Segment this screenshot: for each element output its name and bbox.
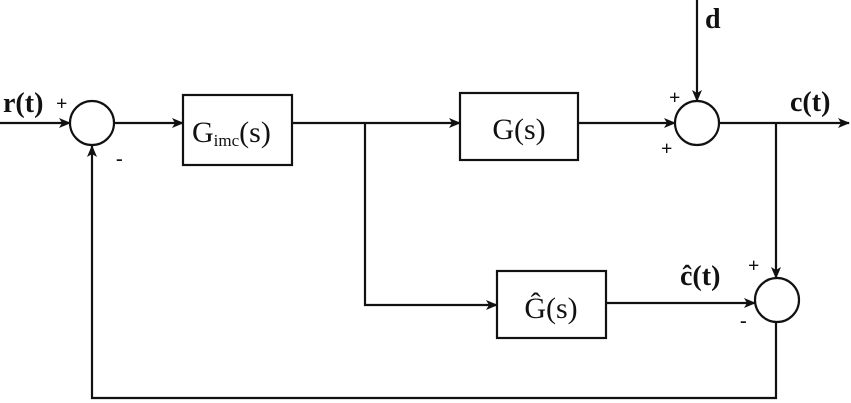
plant-label: G(s) — [492, 113, 545, 146]
summing-junction-1 — [68, 99, 116, 147]
plant-block — [458, 91, 580, 162]
sum1-minus-sign: - — [116, 148, 123, 170]
reference-label: r(t) — [3, 88, 43, 119]
controller-block — [181, 93, 294, 167]
model-input-arrow — [363, 123, 498, 310]
summing-junction-2 — [673, 99, 721, 147]
sum3-minus-sign: - — [740, 310, 747, 332]
model-block — [495, 269, 608, 340]
sum3-plus-sign: + — [748, 255, 759, 277]
summing-junction-3 — [753, 276, 801, 324]
controller-label: Gimc(s) — [192, 116, 271, 150]
sum1-plus-sign: + — [56, 93, 67, 115]
model-label: Ĝ(s) — [524, 292, 577, 325]
sum2-plus-top-sign: + — [669, 87, 680, 109]
output-label: c(t) — [790, 87, 830, 118]
model-output-label: ĉ(t) — [680, 261, 720, 292]
feedback-arrow — [87, 145, 778, 400]
sum2-plus-left-sign: + — [661, 138, 672, 160]
disturbance-label: d — [705, 4, 721, 35]
